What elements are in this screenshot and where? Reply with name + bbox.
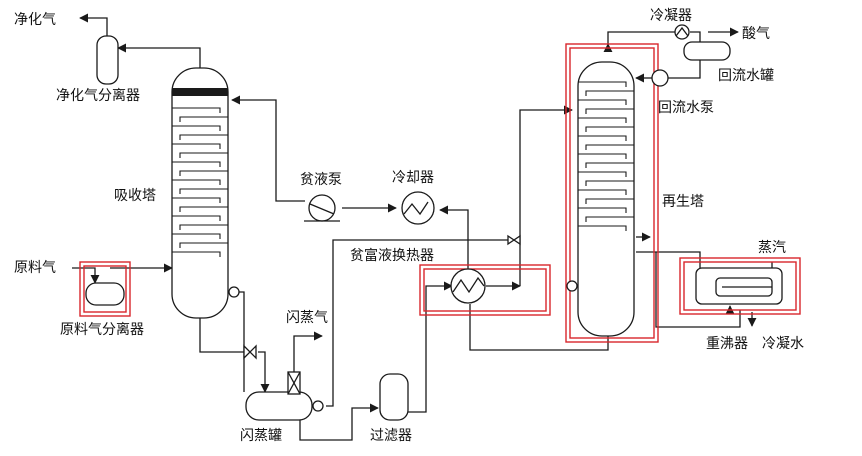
tower-tray	[578, 99, 627, 105]
cooler	[401, 191, 435, 225]
label-cooler: 冷却器	[392, 170, 434, 186]
label-steam: 蒸汽	[758, 240, 786, 256]
tower-tray	[578, 207, 627, 213]
tower-tray	[578, 189, 627, 195]
tower-tray	[172, 107, 221, 113]
tower-tray	[179, 206, 228, 212]
condenser	[674, 24, 690, 40]
tower-tray	[578, 171, 627, 177]
tower-tray	[585, 108, 634, 114]
tower-tray	[179, 116, 228, 122]
absorber-tower	[171, 67, 240, 319]
label-lean-rich-exchanger: 贫富液换热器	[350, 247, 434, 264]
tower-tray	[578, 225, 627, 231]
label-purified-gas: 净化气	[14, 12, 56, 28]
tower-tray	[179, 242, 228, 248]
tower-tray	[585, 144, 634, 150]
regenerator-tower	[566, 61, 635, 337]
highlight-boxes	[79, 43, 801, 343]
label-lean-pump: 贫液泵	[300, 172, 342, 188]
labels: 净化气 净化气分离器 吸收塔 原料气 原料气分离器 贫液泵 冷却器 贫富液换热器…	[14, 8, 804, 444]
label-flash-gas: 闪蒸气	[286, 310, 328, 326]
label-condensate: 冷凝水	[762, 336, 804, 352]
lean-pump	[304, 194, 340, 222]
tower-tray	[172, 125, 221, 131]
tower-tray	[172, 251, 221, 257]
reflux-pump	[651, 69, 669, 87]
tower-tray	[585, 216, 634, 222]
label-flash-tank: 闪蒸罐	[240, 428, 282, 444]
tower-tray	[179, 188, 228, 194]
filter	[379, 373, 409, 421]
tower-tray	[172, 179, 221, 185]
tower-tray	[172, 233, 221, 239]
label-raw-gas: 原料气	[14, 260, 56, 276]
tower-tray	[585, 180, 634, 186]
tower-tray	[172, 215, 221, 221]
tower-tray	[578, 81, 627, 87]
tower-tray	[179, 170, 228, 176]
tower-tray	[578, 135, 627, 141]
tower-tray	[179, 152, 228, 158]
tower-tray	[585, 90, 634, 96]
purified-gas-separator	[96, 35, 119, 85]
label-regenerator: 再生塔	[662, 194, 704, 210]
control-valve-absorber	[243, 344, 257, 360]
reflux-tank	[683, 41, 731, 61]
tower-tray	[585, 162, 634, 168]
lean-rich-exchanger	[450, 268, 486, 304]
tower-tray	[179, 224, 228, 230]
tower-tray	[179, 134, 228, 140]
tower-tray	[172, 143, 221, 149]
label-reflux-tank: 回流水罐	[718, 68, 774, 84]
label-raw-gas-separator: 原料气分离器	[60, 321, 144, 338]
flash-tank	[245, 371, 324, 421]
tower-tray	[578, 117, 627, 123]
label-condenser: 冷凝器	[650, 8, 692, 24]
label-reboiler: 重沸器	[706, 336, 748, 352]
reboiler	[695, 267, 783, 305]
tower-tray	[172, 161, 221, 167]
control-valve-feed	[507, 234, 521, 246]
label-reflux-pump: 回流水泵	[658, 100, 714, 116]
raw-gas-separator	[85, 282, 125, 306]
label-absorber: 吸收塔	[114, 188, 156, 204]
label-filter: 过滤器	[370, 428, 412, 444]
tower-tray	[585, 198, 634, 204]
tower-tray	[172, 197, 221, 203]
tower-tray	[585, 126, 634, 132]
tower-tray	[578, 153, 627, 159]
label-purified-gas-separator: 净化气分离器	[56, 87, 140, 104]
label-acid-gas: 酸气	[742, 26, 770, 42]
